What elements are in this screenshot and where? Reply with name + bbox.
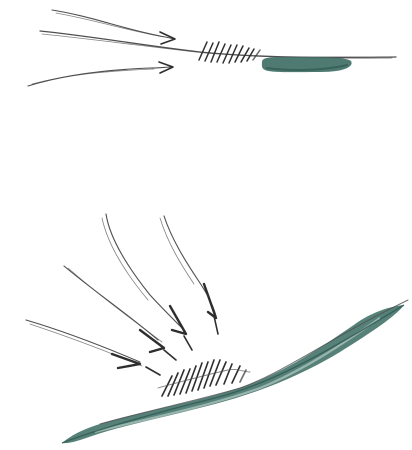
bottom-arrow-1 [26,320,160,375]
top-arrow-lower [28,62,173,86]
arrowhead [170,306,186,334]
arrowhead [204,284,216,318]
top-arrow-upper [52,10,175,44]
bottom-sketch-panel [26,214,408,443]
bottom-ink-wash-leaf [62,305,404,443]
top-hatch-marks [199,42,260,63]
bottom-arrow-2 [64,266,176,360]
bottom-arrow-3 [102,214,192,350]
top-sketch-panel [28,10,396,86]
bottom-arrow-4 [160,216,218,334]
bottom-pencil-outline [100,300,408,424]
